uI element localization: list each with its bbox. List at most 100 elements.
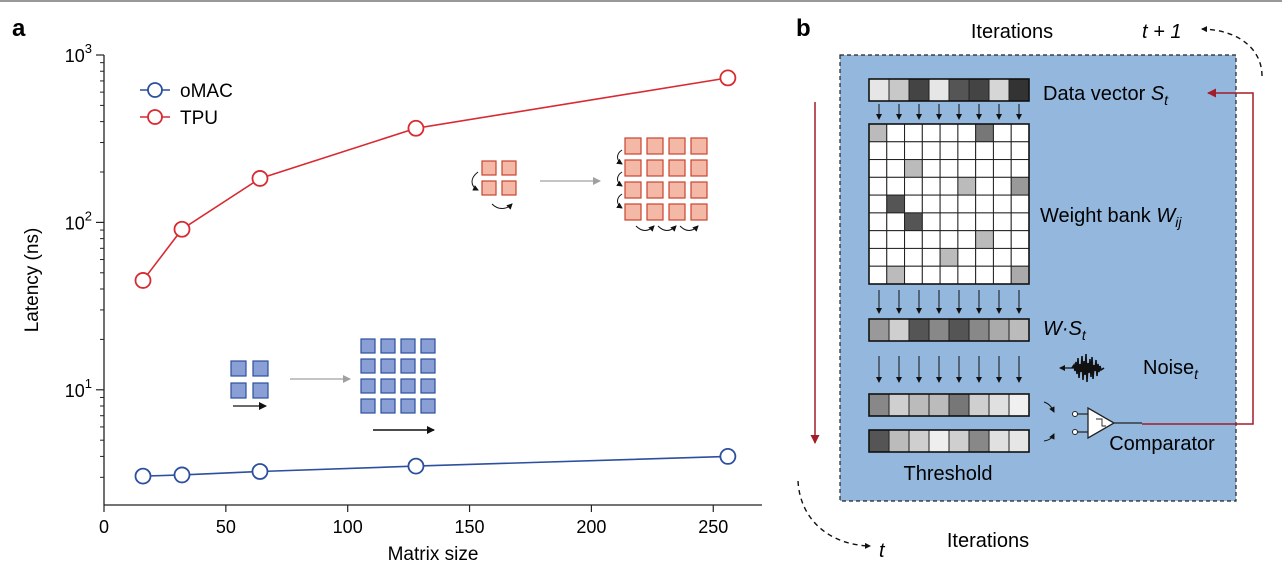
omac-pe-cell: [400, 338, 416, 354]
tpu-flow-arrow: [616, 171, 623, 187]
tpu-flow-arrow: [635, 225, 655, 232]
weight-cell: [868, 230, 888, 249]
omac-data-point: [407, 457, 425, 475]
weight-cell: [868, 212, 888, 232]
data-vector-cell: [868, 78, 890, 102]
weight-cell: [921, 265, 941, 285]
omac-pe-cell: [380, 398, 396, 414]
data-vector-cell: [888, 78, 910, 102]
omac-pe-cell: [252, 360, 269, 377]
tpu-scaling-inset: [471, 137, 708, 232]
weight-cell: [992, 123, 1012, 143]
weight-cell: [975, 212, 994, 232]
omac-pe-cell: [360, 378, 376, 394]
comparator-icon: [1072, 406, 1142, 440]
weight-cell: [975, 123, 994, 143]
data-vector-cell: [1008, 78, 1030, 102]
product-vector-cell: [988, 318, 1010, 342]
tpu-data-point: [173, 220, 191, 238]
weight-cell: [886, 265, 906, 285]
iterations-top-label: Iterations: [971, 21, 1053, 43]
tpu-pe-cell: [668, 181, 686, 199]
threshold-vector-cell: [968, 429, 990, 453]
product-label: W·St: [1043, 318, 1087, 343]
product-vector-outline: [868, 318, 1030, 342]
weight-cell: [939, 141, 959, 161]
omac-pe-cell: [360, 338, 376, 354]
weight-cell: [992, 265, 1012, 285]
weight-cell: [1010, 265, 1030, 285]
product-vector-cell: [1008, 318, 1030, 342]
weight-cell: [957, 212, 977, 232]
weight-bank-label: Weight bank Wij: [1040, 205, 1182, 230]
legend: oMAC TPU: [140, 81, 233, 129]
next-iteration-arrow: [1201, 26, 1263, 77]
omac-scaling-inset: [230, 338, 436, 434]
x-tick-label: 150: [455, 517, 485, 537]
weight-cell: [921, 176, 941, 196]
omac-pe-cell: [360, 398, 376, 414]
compare-vector-cell: [1008, 393, 1030, 417]
product-vector-cell: [908, 318, 930, 342]
tpu-flow-arrow: [679, 225, 699, 232]
weight-cell: [868, 141, 888, 161]
compare-vector-outline: [868, 393, 1030, 417]
product-vector-cell: [948, 318, 970, 342]
data-vector: [868, 78, 1030, 102]
tpu-pe-cell: [690, 137, 708, 155]
tpu-pe-cell: [690, 181, 708, 199]
weight-cell: [868, 265, 888, 285]
tpu-pe-cell: [624, 137, 642, 155]
weight-cell: [904, 123, 923, 143]
weight-cell: [939, 194, 959, 214]
weight-cell: [975, 247, 994, 267]
tpu-pe-cell: [690, 203, 708, 221]
omac-pe-cell: [420, 358, 436, 374]
weight-cell: [868, 247, 888, 267]
omac-data-point: [173, 466, 191, 484]
product-vector-cell: [888, 318, 910, 342]
weight-cell: [939, 230, 959, 249]
x-tick-label: 0: [99, 517, 109, 537]
tpu-pe-cell: [501, 160, 517, 176]
compare-vector-cell: [988, 393, 1010, 417]
weight-cell: [957, 230, 977, 249]
x-tick-label: 250: [698, 517, 728, 537]
weight-cell: [992, 194, 1012, 214]
compare-vector-cell: [908, 393, 930, 417]
tpu-pe-cell: [624, 203, 642, 221]
weight-cell: [957, 176, 977, 196]
threshold-vector-cell: [948, 429, 970, 453]
weight-cell: [1010, 194, 1030, 214]
threshold-vector: [868, 429, 1030, 453]
tpu-pe-cell: [624, 159, 642, 177]
weight-cell: [921, 159, 941, 178]
tpu-data-point: [407, 119, 425, 137]
weight-bank-matrix: [868, 123, 1030, 285]
tpu-flow-arrow: [657, 225, 677, 232]
weight-cell: [1010, 159, 1030, 178]
omac-series-line: [142, 455, 728, 477]
weight-cell: [992, 159, 1012, 178]
legend-omac-marker: [147, 82, 163, 98]
feedback-loop-arrow: [1142, 88, 1254, 425]
weight-cell: [1010, 230, 1030, 249]
current-iteration-arrow: [797, 480, 871, 549]
weight-cell: [1010, 247, 1030, 267]
x-tick-label: 200: [576, 517, 606, 537]
product-vector-cell: [868, 318, 890, 342]
omac-pe-cell: [380, 378, 396, 394]
compare-vector-cell: [948, 393, 970, 417]
data-vector-label: Data vector St: [1043, 83, 1169, 108]
weight-cell: [904, 159, 923, 178]
threshold-vector-cell: [868, 429, 890, 453]
noise-label: Noiset: [1143, 357, 1199, 382]
omac-pe-cell: [252, 382, 269, 399]
tpu-data-point: [251, 170, 269, 187]
data-vector-cell: [948, 78, 970, 102]
product-to-compare-arrows: [876, 356, 1022, 383]
weight-cell: [939, 265, 959, 285]
